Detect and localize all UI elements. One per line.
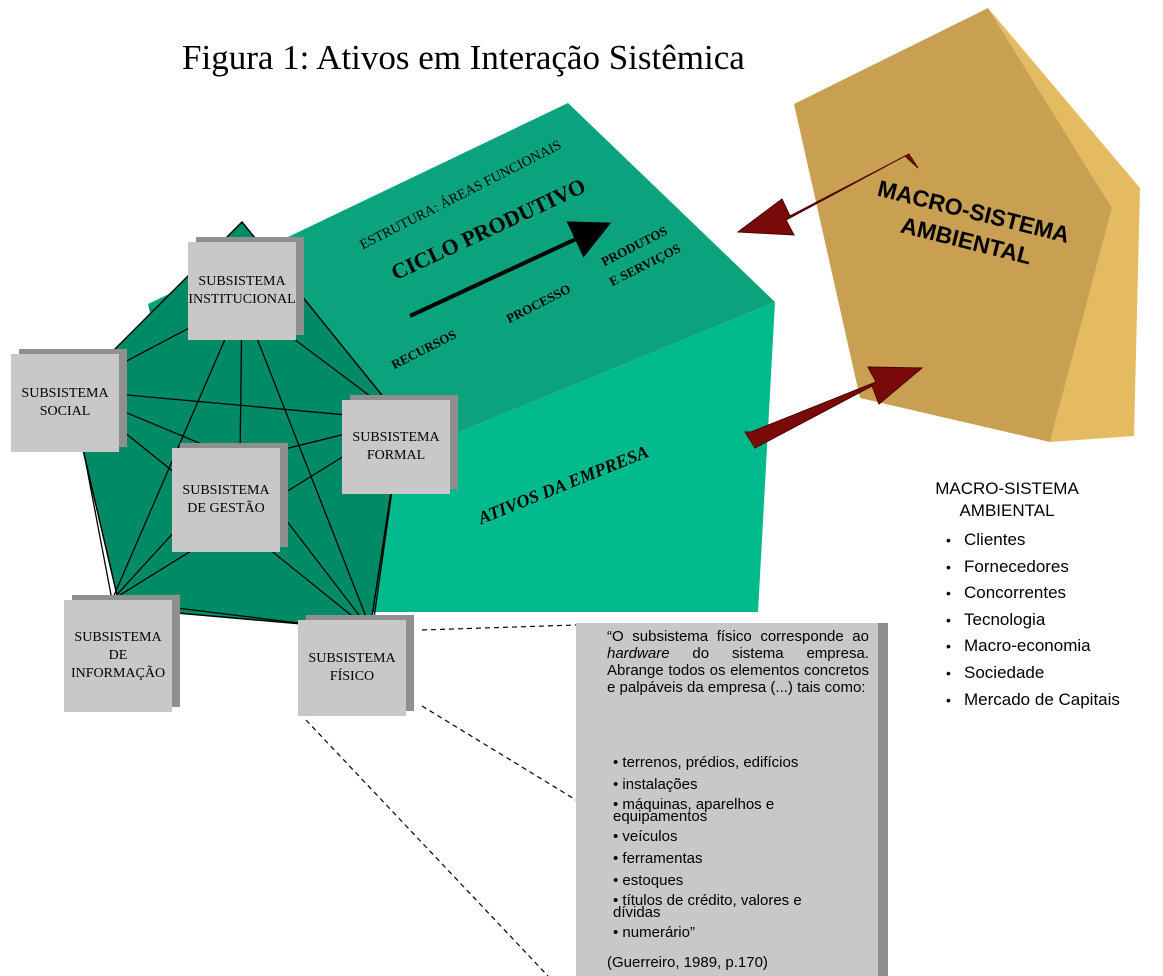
callout-quote-start: “O subsistema físico corresponde ao: [607, 628, 869, 645]
subsystem-social-label: SUBSISTEMA SOCIAL: [21, 386, 109, 419]
macro-pentagon-front: [794, 8, 1112, 442]
callout-box: “O subsistema físico corresponde ao hard…: [576, 623, 878, 976]
figure-title: Figura 1: Ativos em Interação Sistêmica: [182, 38, 745, 77]
macro-list-item: Concorrentes: [946, 580, 1120, 607]
macro-list-item: Tecnologia: [946, 607, 1120, 634]
callout-list-item: estoques: [613, 873, 813, 889]
subsystem-gestao: SUBSISTEMA DE GESTÃO: [172, 448, 280, 552]
macro-list-item: Sociedade: [946, 660, 1120, 687]
callout-list-item: títulos de crédito, valores e dívidas: [613, 893, 813, 920]
subsystem-institucional: SUBSISTEMA INSTITUCIONAL: [188, 242, 296, 340]
callout-quote-end: do sistema empresa. Abrange todos os ele…: [607, 645, 869, 696]
callout-list-item: ferramentas: [613, 851, 813, 867]
subsystem-institucional-label: SUBSISTEMA INSTITUCIONAL: [188, 274, 296, 307]
callout-quote: “O subsistema físico corresponde ao hard…: [607, 628, 869, 696]
macro-list-item: Clientes: [946, 527, 1120, 554]
callout-list-item: instalações: [613, 777, 813, 793]
callout-citation: (Guerreiro, 1989, p.170): [607, 954, 768, 971]
cube-front-face: [348, 302, 775, 612]
callout-list-item: máquinas, aparelhos e equipamentos: [613, 797, 803, 824]
callout-list: terrenos, prédios, edifícios instalações…: [613, 755, 813, 947]
subsystem-social: SUBSISTEMA SOCIAL: [11, 354, 119, 452]
subsystem-formal: SUBSISTEMA FORMAL: [342, 400, 450, 494]
callout-list-item: terrenos, prédios, edifícios: [613, 755, 813, 771]
arrow-to-cube: [736, 153, 919, 236]
subsystem-informacao: SUBSISTEMA DE INFORMAÇÃO: [64, 600, 172, 712]
macro-list-item: Fornecedores: [946, 554, 1120, 581]
callout-list-item: veículos: [613, 829, 813, 845]
macro-list-item: Mercado de Capitais: [946, 687, 1120, 714]
subsystem-fisico: SUBSISTEMA FÍSICO: [298, 620, 406, 716]
macro-pentagon-side: [988, 8, 1140, 442]
callout-leaders: [305, 624, 876, 976]
macro-list-item: Macro-economia: [946, 633, 1120, 660]
callout-quote-emphasis: hardware: [607, 645, 670, 662]
subsystem-fisico-label: SUBSISTEMA FÍSICO: [308, 651, 396, 684]
subsystem-formal-label: SUBSISTEMA FORMAL: [352, 430, 440, 463]
macro-side-title: MACRO-SISTEMA AMBIENTAL: [935, 479, 1079, 520]
cycle-arrow: [409, 221, 612, 318]
macro-list: Clientes Fornecedores Concorrentes Tecno…: [946, 527, 1120, 713]
callout-list-item: numerário”: [613, 925, 813, 941]
subsystem-informacao-label: SUBSISTEMA DE INFORMAÇÃO: [70, 630, 166, 681]
arrow-to-macro: [744, 366, 924, 449]
subsystem-gestao-label: SUBSISTEMA DE GESTÃO: [182, 483, 270, 516]
